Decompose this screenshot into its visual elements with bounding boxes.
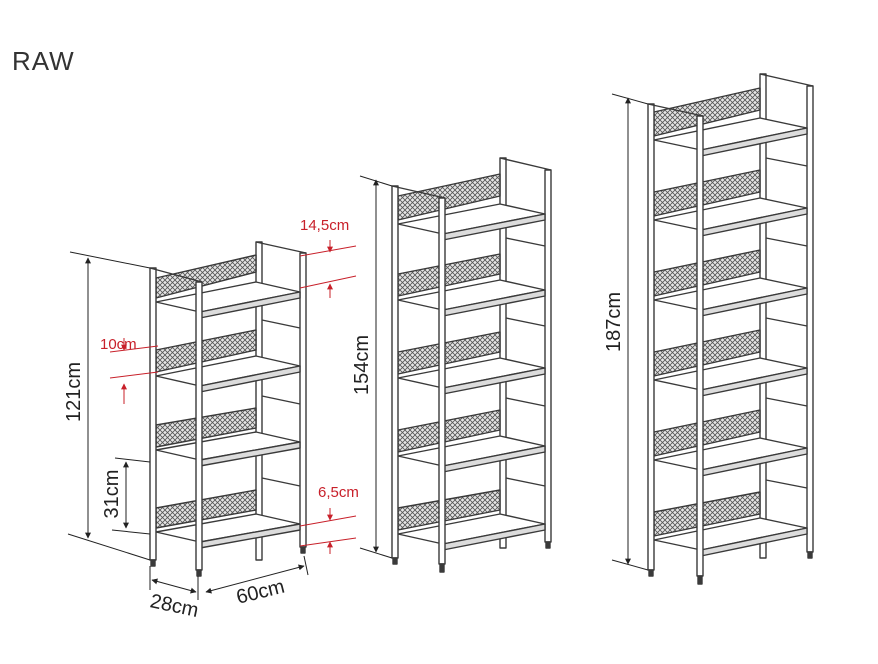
- small-shelf: [149, 241, 307, 577]
- front-right-post: [438, 197, 446, 565]
- tall-shelf-dimensions: [611, 93, 649, 571]
- panel-height-label: 10cm: [100, 336, 137, 353]
- small-shelf-dimensions: [67, 251, 309, 600]
- back-right-post: [806, 85, 814, 553]
- small-gap-label: 31cm: [101, 470, 123, 519]
- small-depth-label: 28cm: [148, 590, 200, 622]
- front-left-post: [391, 185, 399, 559]
- product-name: RAW: [12, 46, 75, 76]
- front-right-post: [696, 115, 704, 577]
- bottom-clearance-label: 6,5cm: [318, 484, 359, 501]
- small-height-label: 121cm: [63, 362, 85, 422]
- tall-shelf: [647, 73, 814, 585]
- medium-shelf-dimensions: [359, 175, 393, 559]
- top-clearance-label: 14,5cm: [300, 217, 349, 234]
- front-left-post: [149, 267, 157, 561]
- medium-height-label: 154cm: [351, 335, 373, 395]
- front-left-post: [647, 103, 655, 571]
- front-right-post: [195, 281, 203, 571]
- back-right-post: [299, 252, 307, 548]
- detail-dimensions: [109, 240, 357, 554]
- tall-height-label: 187cm: [603, 292, 625, 352]
- back-right-post: [544, 169, 552, 543]
- medium-shelf: [391, 157, 552, 573]
- small-width-label: 60cm: [234, 576, 287, 609]
- back-left-post: [759, 73, 767, 559]
